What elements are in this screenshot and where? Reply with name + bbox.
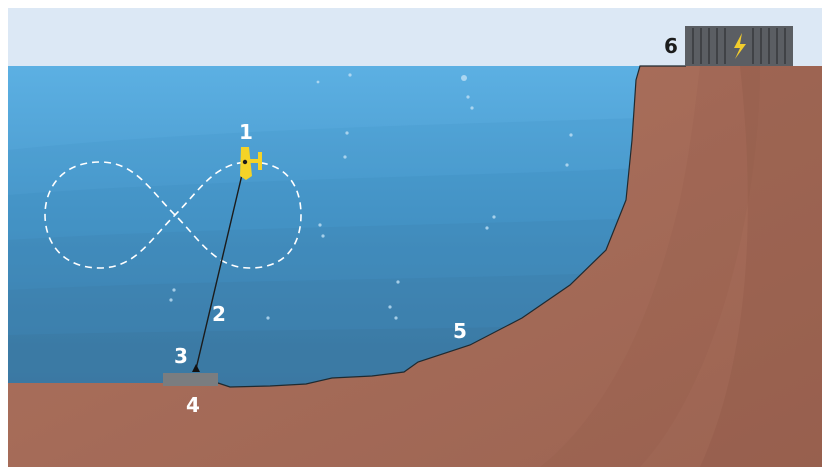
label-power-station: 6 [664, 34, 678, 58]
label-anchor-point: 3 [174, 344, 188, 368]
ocean [8, 66, 640, 387]
underwater-kite-icon [240, 147, 262, 180]
label-tether: 2 [212, 302, 226, 326]
lightning-bolt-icon [734, 33, 746, 59]
label-kite: 1 [239, 120, 253, 144]
foundation [163, 373, 218, 386]
seabed-outline [217, 65, 686, 388]
seabed-ground [8, 66, 822, 467]
label-seabed: 5 [453, 319, 467, 343]
ground-shading-2 [540, 66, 760, 467]
label-foundation: 4 [186, 393, 200, 417]
anchor-point [192, 364, 200, 372]
ground-shading [700, 66, 822, 467]
power-station [685, 26, 793, 66]
bubbles [169, 73, 573, 320]
figure-eight-path [44, 161, 302, 269]
tether [195, 161, 246, 370]
